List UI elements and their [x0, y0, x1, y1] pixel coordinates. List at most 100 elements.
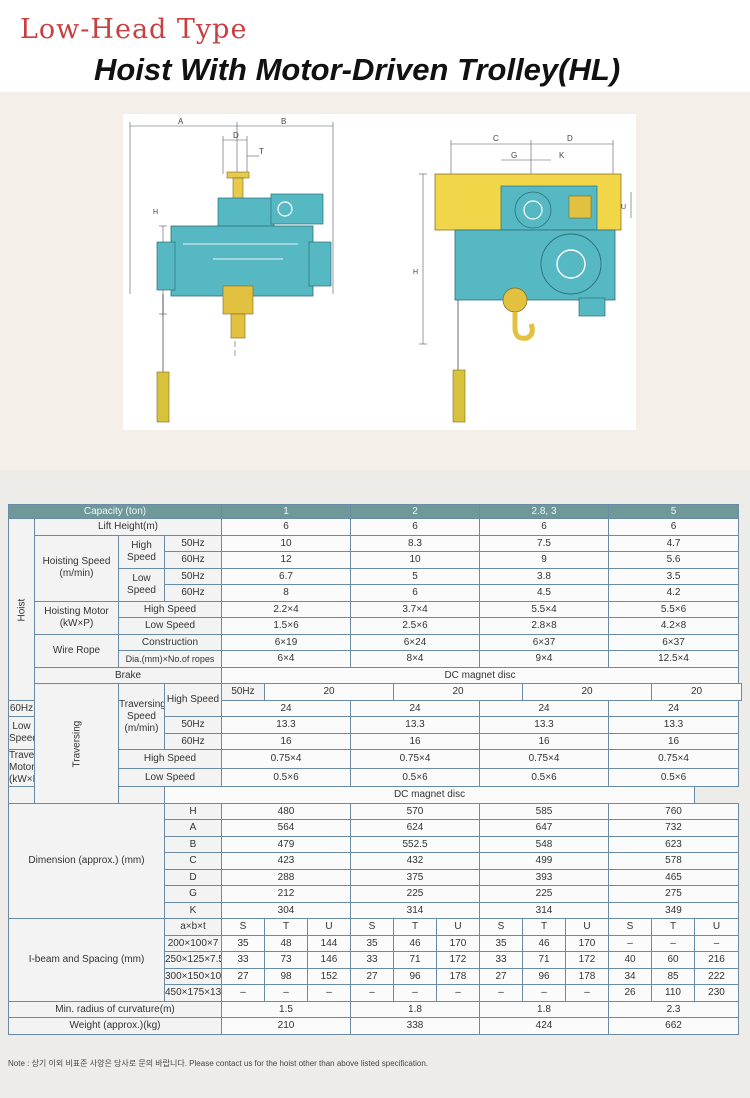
- row-label: Hoisting Speed (m/min): [34, 534, 119, 602]
- dim-label-b: B: [281, 117, 286, 126]
- cell: 178: [436, 967, 480, 985]
- cell: 0.5×6: [478, 767, 610, 787]
- spec-table-wrapper: Capacity (ton) 1 2 2.8, 3 5 Hoist Lift H…: [8, 504, 742, 1035]
- cell: 110: [651, 984, 696, 1002]
- stu-t: T: [264, 918, 308, 936]
- cell: –: [564, 984, 610, 1002]
- capacity-5: 5: [608, 504, 740, 519]
- cell: 6×37: [608, 633, 740, 651]
- cell: 225: [350, 885, 480, 903]
- cell: 585: [478, 802, 610, 820]
- sub-label: Low Speed: [118, 617, 222, 635]
- table-row: Hoisting Motor (kW×P) High Speed 2.2×4 3…: [9, 600, 742, 635]
- type-subtitle: Low-Head Type: [20, 14, 248, 45]
- cell: 9×4: [478, 650, 610, 668]
- cell: 27: [479, 967, 523, 985]
- capacity-2: 2: [350, 504, 480, 519]
- cell: 570: [350, 802, 480, 820]
- group-hoist: Hoist: [8, 518, 35, 700]
- hz-label: 60Hz: [164, 551, 222, 569]
- dim-key: C: [164, 852, 222, 870]
- dim-key: H: [164, 802, 222, 820]
- cell: 6: [350, 584, 480, 602]
- cell: 0.5×6: [221, 767, 351, 787]
- cell: 465: [608, 868, 740, 886]
- cell: 0.75×4: [350, 749, 480, 769]
- dim-label-g: G: [511, 151, 517, 160]
- cell: 12: [221, 551, 351, 569]
- sub-label: High Speed: [118, 749, 222, 769]
- cell: 6×24: [350, 633, 480, 651]
- cell: 230: [694, 984, 740, 1002]
- cell: 0.75×4: [221, 749, 351, 769]
- row-label: Weight (approx.)(kg): [8, 1017, 222, 1035]
- cell: –: [651, 934, 696, 952]
- stu-u: U: [564, 918, 610, 936]
- cell: 7.5: [478, 534, 610, 552]
- side-pendant-switch: [452, 369, 466, 423]
- cell: 34: [608, 967, 653, 985]
- table-row: Hoist Lift Height(m) 6 6 6 6: [8, 518, 742, 700]
- cell: 1.8: [350, 1000, 480, 1018]
- cell: 304: [221, 901, 351, 919]
- cell: 146: [307, 951, 351, 969]
- cell: 3.8: [478, 567, 610, 585]
- dim-label-d: D: [233, 131, 239, 140]
- cell: 499: [478, 852, 610, 870]
- cell: 479: [221, 835, 351, 853]
- cell: 13.3: [608, 716, 740, 734]
- cell: 1.8: [478, 1000, 610, 1018]
- cell: 20: [264, 683, 394, 701]
- cell: –: [350, 984, 394, 1002]
- cell: 33: [350, 951, 394, 969]
- table-row: Traversing Traversing Speed (m/min) High…: [9, 683, 742, 803]
- stu-u: U: [694, 918, 740, 936]
- cell: 96: [393, 967, 437, 985]
- table-row: Hoisting Speed (m/min) High Speed 50Hz 1…: [9, 534, 742, 602]
- table-header-row: Capacity (ton) 1 2 2.8, 3 5: [8, 504, 742, 519]
- hoist-body: [170, 225, 314, 297]
- dim-label-d-side: D: [567, 134, 573, 143]
- cell: 6: [608, 518, 740, 536]
- cell: 20: [393, 683, 523, 701]
- speed-label: High Speed: [164, 683, 222, 717]
- cell: 2.2×4: [221, 600, 351, 618]
- cell: 24: [478, 699, 610, 717]
- trolley-plate: [568, 195, 592, 219]
- cell: 5: [350, 567, 480, 585]
- dim-key: B: [164, 835, 222, 853]
- dim-label-a: A: [178, 117, 184, 126]
- cell: 216: [694, 951, 740, 969]
- cell: 46: [393, 934, 437, 952]
- spec-table: Capacity (ton) 1 2 2.8, 3 5 Hoist Lift H…: [8, 504, 742, 1035]
- hoist-end-cap: [156, 241, 176, 291]
- capacity-1: 1: [221, 504, 351, 519]
- row-label: Hoisting Motor (kW×P): [34, 600, 119, 635]
- hz-label: 50Hz: [221, 683, 265, 701]
- cell: 170: [564, 934, 610, 952]
- table-row: Min. radius of curvature(m) 1.5 1.8 1.8 …: [8, 1000, 742, 1018]
- dim-label-c: C: [493, 134, 499, 143]
- cell: 20: [521, 683, 653, 701]
- row-label: Lift Height(m): [34, 518, 222, 536]
- cell: 760: [608, 802, 740, 820]
- cell: 144: [307, 934, 351, 952]
- stu-t: T: [393, 918, 437, 936]
- cell: 35: [350, 934, 394, 952]
- cell: 13.3: [350, 716, 480, 734]
- traverse-motor-box: [270, 193, 324, 225]
- cell: 212: [221, 885, 351, 903]
- row-label: Brake: [34, 666, 222, 684]
- cell: 46: [522, 934, 566, 952]
- cell: 4.5: [478, 584, 610, 602]
- cell: 12.5×4: [608, 650, 740, 668]
- stu-u: U: [307, 918, 351, 936]
- cell: 424: [478, 1017, 610, 1035]
- cell: 6: [350, 518, 480, 536]
- cell: 8×4: [350, 650, 480, 668]
- speed-label: Low Speed: [8, 716, 35, 750]
- cell: –: [307, 984, 351, 1002]
- cell: 98: [264, 967, 308, 985]
- stu-s: S: [350, 918, 394, 936]
- cell: 9: [478, 551, 610, 569]
